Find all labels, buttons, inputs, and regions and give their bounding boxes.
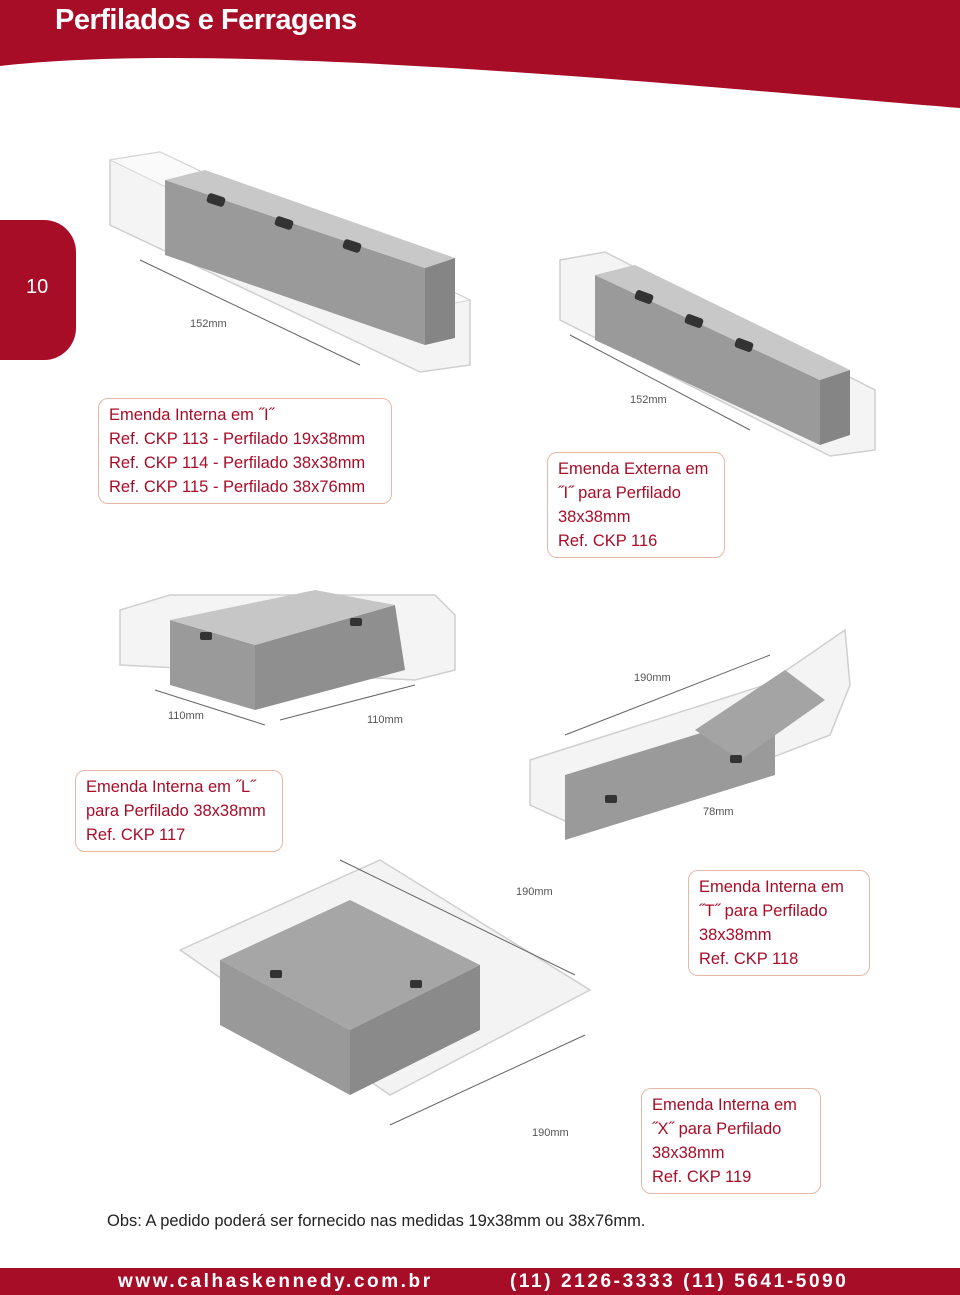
website-link[interactable]: www.calhaskennedy.com.br <box>118 1271 433 1292</box>
caption-line: Ref. CKP 115 - Perfilado 38x76mm <box>109 478 366 496</box>
dimension-label: 190mm <box>532 1127 569 1139</box>
caption-line: Emenda Interna em <box>652 1096 797 1114</box>
phone-numbers: (11) 2126-3333 (11) 5641-5090 <box>510 1271 849 1292</box>
caption-line: Emenda Externa em <box>558 460 709 478</box>
dimension-label: 110mm <box>367 714 403 726</box>
header-banner: Perfilados e Ferragens <box>0 0 960 110</box>
caption-line: 38x38mm <box>652 1144 725 1162</box>
caption-line: Ref. CKP 117 <box>86 826 186 844</box>
dimension-label: 152mm <box>190 318 227 330</box>
caption-line: 38x38mm <box>558 508 631 526</box>
caption-box: Emenda Interna em ˝L˝ para Perfilado 38x… <box>75 770 283 852</box>
splice-i-internal-icon <box>108 151 472 373</box>
caption-box: Emenda Interna em ˝T˝ para Perfilado 38x… <box>688 870 870 976</box>
caption-line: para Perfilado 38x38mm <box>86 802 266 820</box>
caption-line: Ref. CKP 116 <box>558 532 658 550</box>
splice-i-external-icon <box>559 251 876 457</box>
footer-bar: www.calhaskennedy.com.br (11) 2126-3333 … <box>0 1268 960 1295</box>
caption-line: ˝X˝ para Perfilado <box>652 1120 782 1138</box>
caption-line: Ref. CKP 114 - Perfilado 38x38mm <box>109 454 366 472</box>
caption-line: Ref. CKP 118 <box>699 950 799 968</box>
page-number-tab <box>0 220 76 360</box>
splice-x-icon <box>178 859 592 1126</box>
page-title: Perfilados e Ferragens <box>55 4 357 36</box>
caption-box: Emenda Interna em ˝X˝ para Perfilado 38x… <box>641 1088 821 1194</box>
dimension-label: 190mm <box>634 672 671 684</box>
observation-note: Obs: A pedido poderá ser fornecido nas m… <box>107 1212 646 1230</box>
dimension-label: 190mm <box>516 886 553 898</box>
header-background <box>0 0 960 108</box>
caption-box: Emenda Interna em ˝I˝ Ref. CKP 113 - Per… <box>98 398 392 504</box>
splice-t-icon <box>529 628 851 840</box>
caption-line: ˝T˝ para Perfilado <box>699 902 828 920</box>
caption-box: Emenda Externa em ˝I˝ para Perfilado 38x… <box>547 452 725 558</box>
caption-line: Emenda Interna em <box>699 878 844 896</box>
caption-line: ˝I˝ para Perfilado <box>558 484 681 502</box>
page-number: 10 <box>26 276 49 298</box>
caption-line: Emenda Interna em ˝I˝ <box>109 406 275 424</box>
dimension-label: 78mm <box>703 806 734 818</box>
caption-line: Emenda Interna em ˝L˝ <box>86 778 256 796</box>
dimension-label: 152mm <box>630 394 667 406</box>
caption-line: 38x38mm <box>699 926 772 944</box>
splice-l-icon <box>119 590 456 726</box>
caption-line: Ref. CKP 113 - Perfilado 19x38mm <box>109 430 366 448</box>
dimension-label: 110mm <box>168 710 204 722</box>
caption-line: Ref. CKP 119 <box>652 1168 752 1186</box>
